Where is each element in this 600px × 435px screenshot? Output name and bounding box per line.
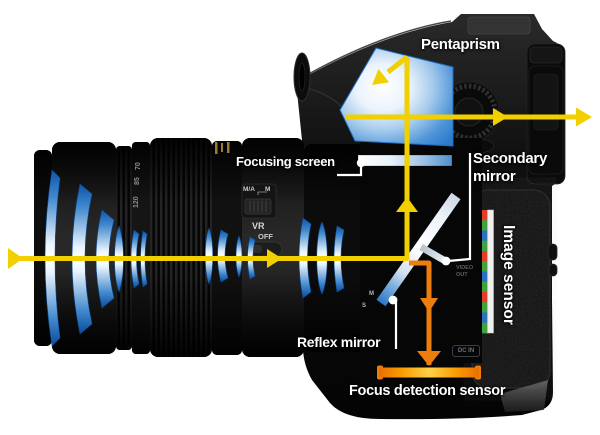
orange-light-ray <box>409 260 441 366</box>
image-sensor-label: Image sensor <box>500 225 517 325</box>
side-buttons <box>547 243 558 277</box>
sensor-segment-blue <box>482 312 488 324</box>
vr-off-label: OFF <box>258 232 273 241</box>
sensor-segment-red <box>482 292 488 303</box>
yellow-arrowhead-up <box>396 197 418 212</box>
pentaprism-label: Pentaprism <box>421 36 500 53</box>
sensor-segment-red <box>482 210 488 221</box>
yellow-light-ray <box>8 55 592 269</box>
sensor-segment-green <box>482 302 488 313</box>
reflex-mirror-label: Reflex mirror <box>297 334 381 350</box>
focus-mode-switch <box>241 183 277 219</box>
focusing-screen-label: Focusing screen <box>236 154 335 169</box>
secondary-mirror-shape <box>419 244 449 265</box>
sensor-segment-blue <box>482 230 488 242</box>
video-out-label: VIDEO OUT <box>456 265 473 278</box>
sensor-segment-green <box>482 322 488 334</box>
focusing-screen-dot <box>356 158 366 168</box>
secondary-mirror-label-line2: mirror <box>473 167 516 185</box>
yellow-arrowhead-entry <box>8 248 23 269</box>
secondary-mirror-label-line1: Secondary <box>473 150 547 167</box>
sensor-segment-green <box>482 220 488 231</box>
sensor-segment-red <box>482 251 488 262</box>
zoom-scale-85: 85 <box>134 177 141 185</box>
reflex-mirror-dot <box>388 295 398 305</box>
pentaprism-shape <box>339 47 454 147</box>
yellow-arrowhead-exit <box>576 107 592 127</box>
focus-switch-auto-label: M/A <box>243 186 255 193</box>
focus-limit-s-label: S <box>362 303 367 309</box>
zoom-scale-120: 120 <box>133 196 140 208</box>
yellow-arrowhead-eyepiece <box>493 108 508 126</box>
orange-arrowhead-end <box>417 351 441 366</box>
vr-label: VR <box>252 221 265 231</box>
yellow-arrowhead-lens <box>267 249 282 268</box>
orange-arrowhead-mid <box>420 298 438 312</box>
focus-limit-m-label: M <box>369 291 374 297</box>
dc-in-label: DC IN <box>452 345 480 357</box>
secondary-mirror-leader <box>447 153 472 263</box>
bottom-plate-highlight <box>500 380 548 412</box>
zoom-scale-70: 70 <box>135 162 142 170</box>
focus-detection-sensor-label: Focus detection sensor <box>349 383 506 399</box>
sensor-segment-green <box>482 240 488 252</box>
strap-lug <box>293 52 311 102</box>
reflex-mirror-shape <box>376 192 461 307</box>
sensor-segment-blue <box>482 271 488 283</box>
lens-brand-marks <box>215 142 230 154</box>
top-edge-highlight <box>297 20 452 81</box>
image-sensor-pattern <box>482 210 488 334</box>
sensor-segment-green <box>482 281 488 293</box>
image-sensor-bar <box>482 209 494 334</box>
secondary-mirror-dot <box>441 256 451 266</box>
hot-shoe-step <box>467 16 531 35</box>
yellow-arrowhead-prism <box>372 68 390 85</box>
secondary-mirror-label: Secondary mirror <box>473 150 547 185</box>
video-out-line2: OUT <box>456 271 468 278</box>
focus-detection-sensor-bar <box>377 365 481 380</box>
video-out-line1: VIDEO <box>456 265 474 271</box>
viewfinder-eyepiece <box>526 43 566 185</box>
sensor-segment-green <box>482 261 488 272</box>
focus-switch-manual-label: M <box>265 186 271 193</box>
leader-dots <box>356 158 451 305</box>
